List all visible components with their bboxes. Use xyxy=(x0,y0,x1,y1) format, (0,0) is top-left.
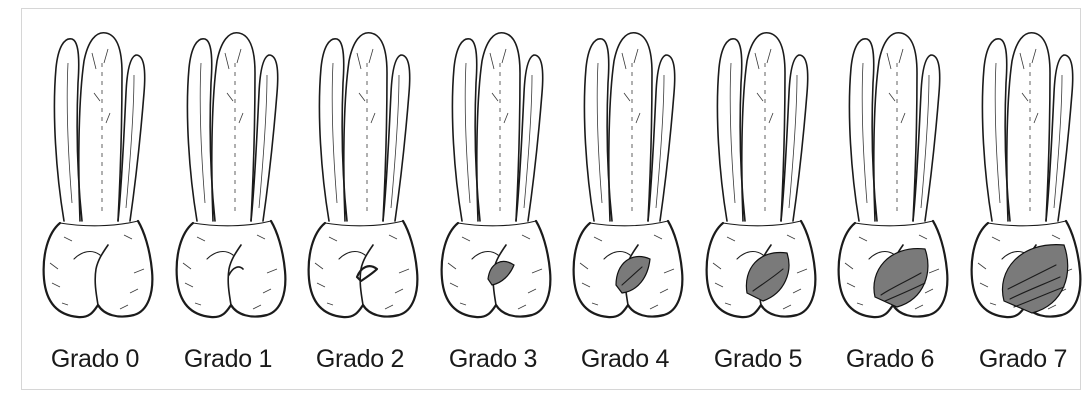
tooth-illustration xyxy=(299,23,421,323)
tooth-grade-figure: Grado 0 Grado 1 Grado 2 Grado 3 Grado 4 Grado… xyxy=(21,8,1081,390)
tooth-illustration xyxy=(167,23,289,323)
tooth-illustration xyxy=(34,23,156,323)
grade-label: Grado 3 xyxy=(432,345,554,374)
tooth-illustration xyxy=(829,23,951,323)
tooth-drawing xyxy=(697,23,819,323)
tooth-row: Grado 0 Grado 1 Grado 2 Grado 3 Grado 4 Grado… xyxy=(22,9,1080,389)
tooth-drawing xyxy=(564,23,686,323)
grade-label: Grado 6 xyxy=(829,345,951,374)
grade-label: Grado 5 xyxy=(697,345,819,374)
grade-label: Grado 7 xyxy=(962,345,1084,374)
tooth-drawing xyxy=(432,23,554,323)
tooth-drawing xyxy=(962,23,1084,323)
tooth-drawing xyxy=(34,23,156,323)
tooth-illustration xyxy=(432,23,554,323)
tooth-drawing xyxy=(167,23,289,323)
grade-label: Grado 0 xyxy=(34,345,156,374)
tooth-illustration xyxy=(697,23,819,323)
tooth-illustration xyxy=(962,23,1084,323)
tooth-drawing xyxy=(299,23,421,323)
tooth-illustration xyxy=(564,23,686,323)
tooth-drawing xyxy=(829,23,951,323)
grade-label: Grado 2 xyxy=(299,345,421,374)
grade-label: Grado 4 xyxy=(564,345,686,374)
grade-label: Grado 1 xyxy=(167,345,289,374)
